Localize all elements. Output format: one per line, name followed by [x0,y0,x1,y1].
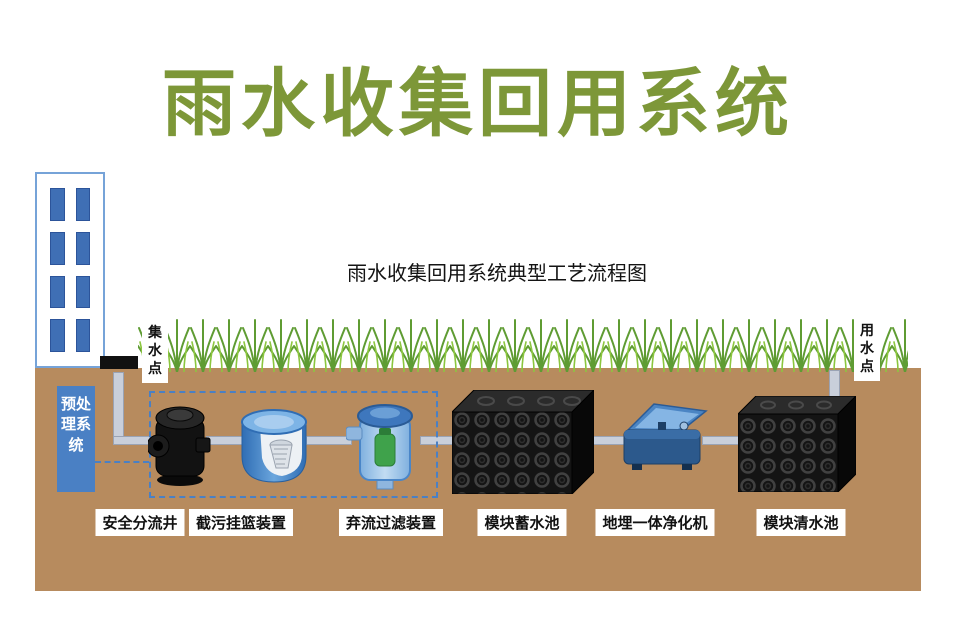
component-label-discard-flow-filter: 弃流过滤装置 [338,509,444,536]
pipe-segment [113,372,124,445]
discard-flow-filter-graphic [346,404,413,490]
safety-diversion-well-graphic [148,406,211,486]
page-title: 雨水收集回用系统 [162,64,794,146]
grass-graphic [138,314,908,372]
building-window [75,319,90,352]
building-entrance-canopy [100,356,138,369]
building-window [75,275,90,309]
component-label-interception-basket: 截污挂篮装置 [188,509,294,536]
component-label-modular-storage-tank: 模块蓄水池 [477,509,567,536]
buried-purifier-graphic [623,403,708,470]
component-label-modular-clean-water-tank: 模块清水池 [756,509,846,536]
pretreatment-system-label: 预处理系统 [57,386,95,492]
building-window [75,231,90,265]
building-window [50,231,65,265]
building-window [50,319,65,352]
modular-clean-water-tank-graphic [738,396,856,492]
component-label-buried-purifier: 地埋一体净化机 [595,509,715,536]
modular-storage-tank-graphic [452,390,594,494]
building-window [50,275,65,309]
component-label-safety-diversion-well: 安全分流井 [95,509,185,536]
collection-point-label: 集水点 [142,318,168,383]
pretreatment-dashed-connector [95,461,149,463]
interception-basket-graphic [241,409,307,483]
use-point-label: 用水点 [854,316,880,381]
building [35,172,105,368]
diagram-subtitle: 雨水收集回用系统典型工艺流程图 [347,263,647,285]
building-window [75,188,90,221]
building-window [50,188,65,221]
